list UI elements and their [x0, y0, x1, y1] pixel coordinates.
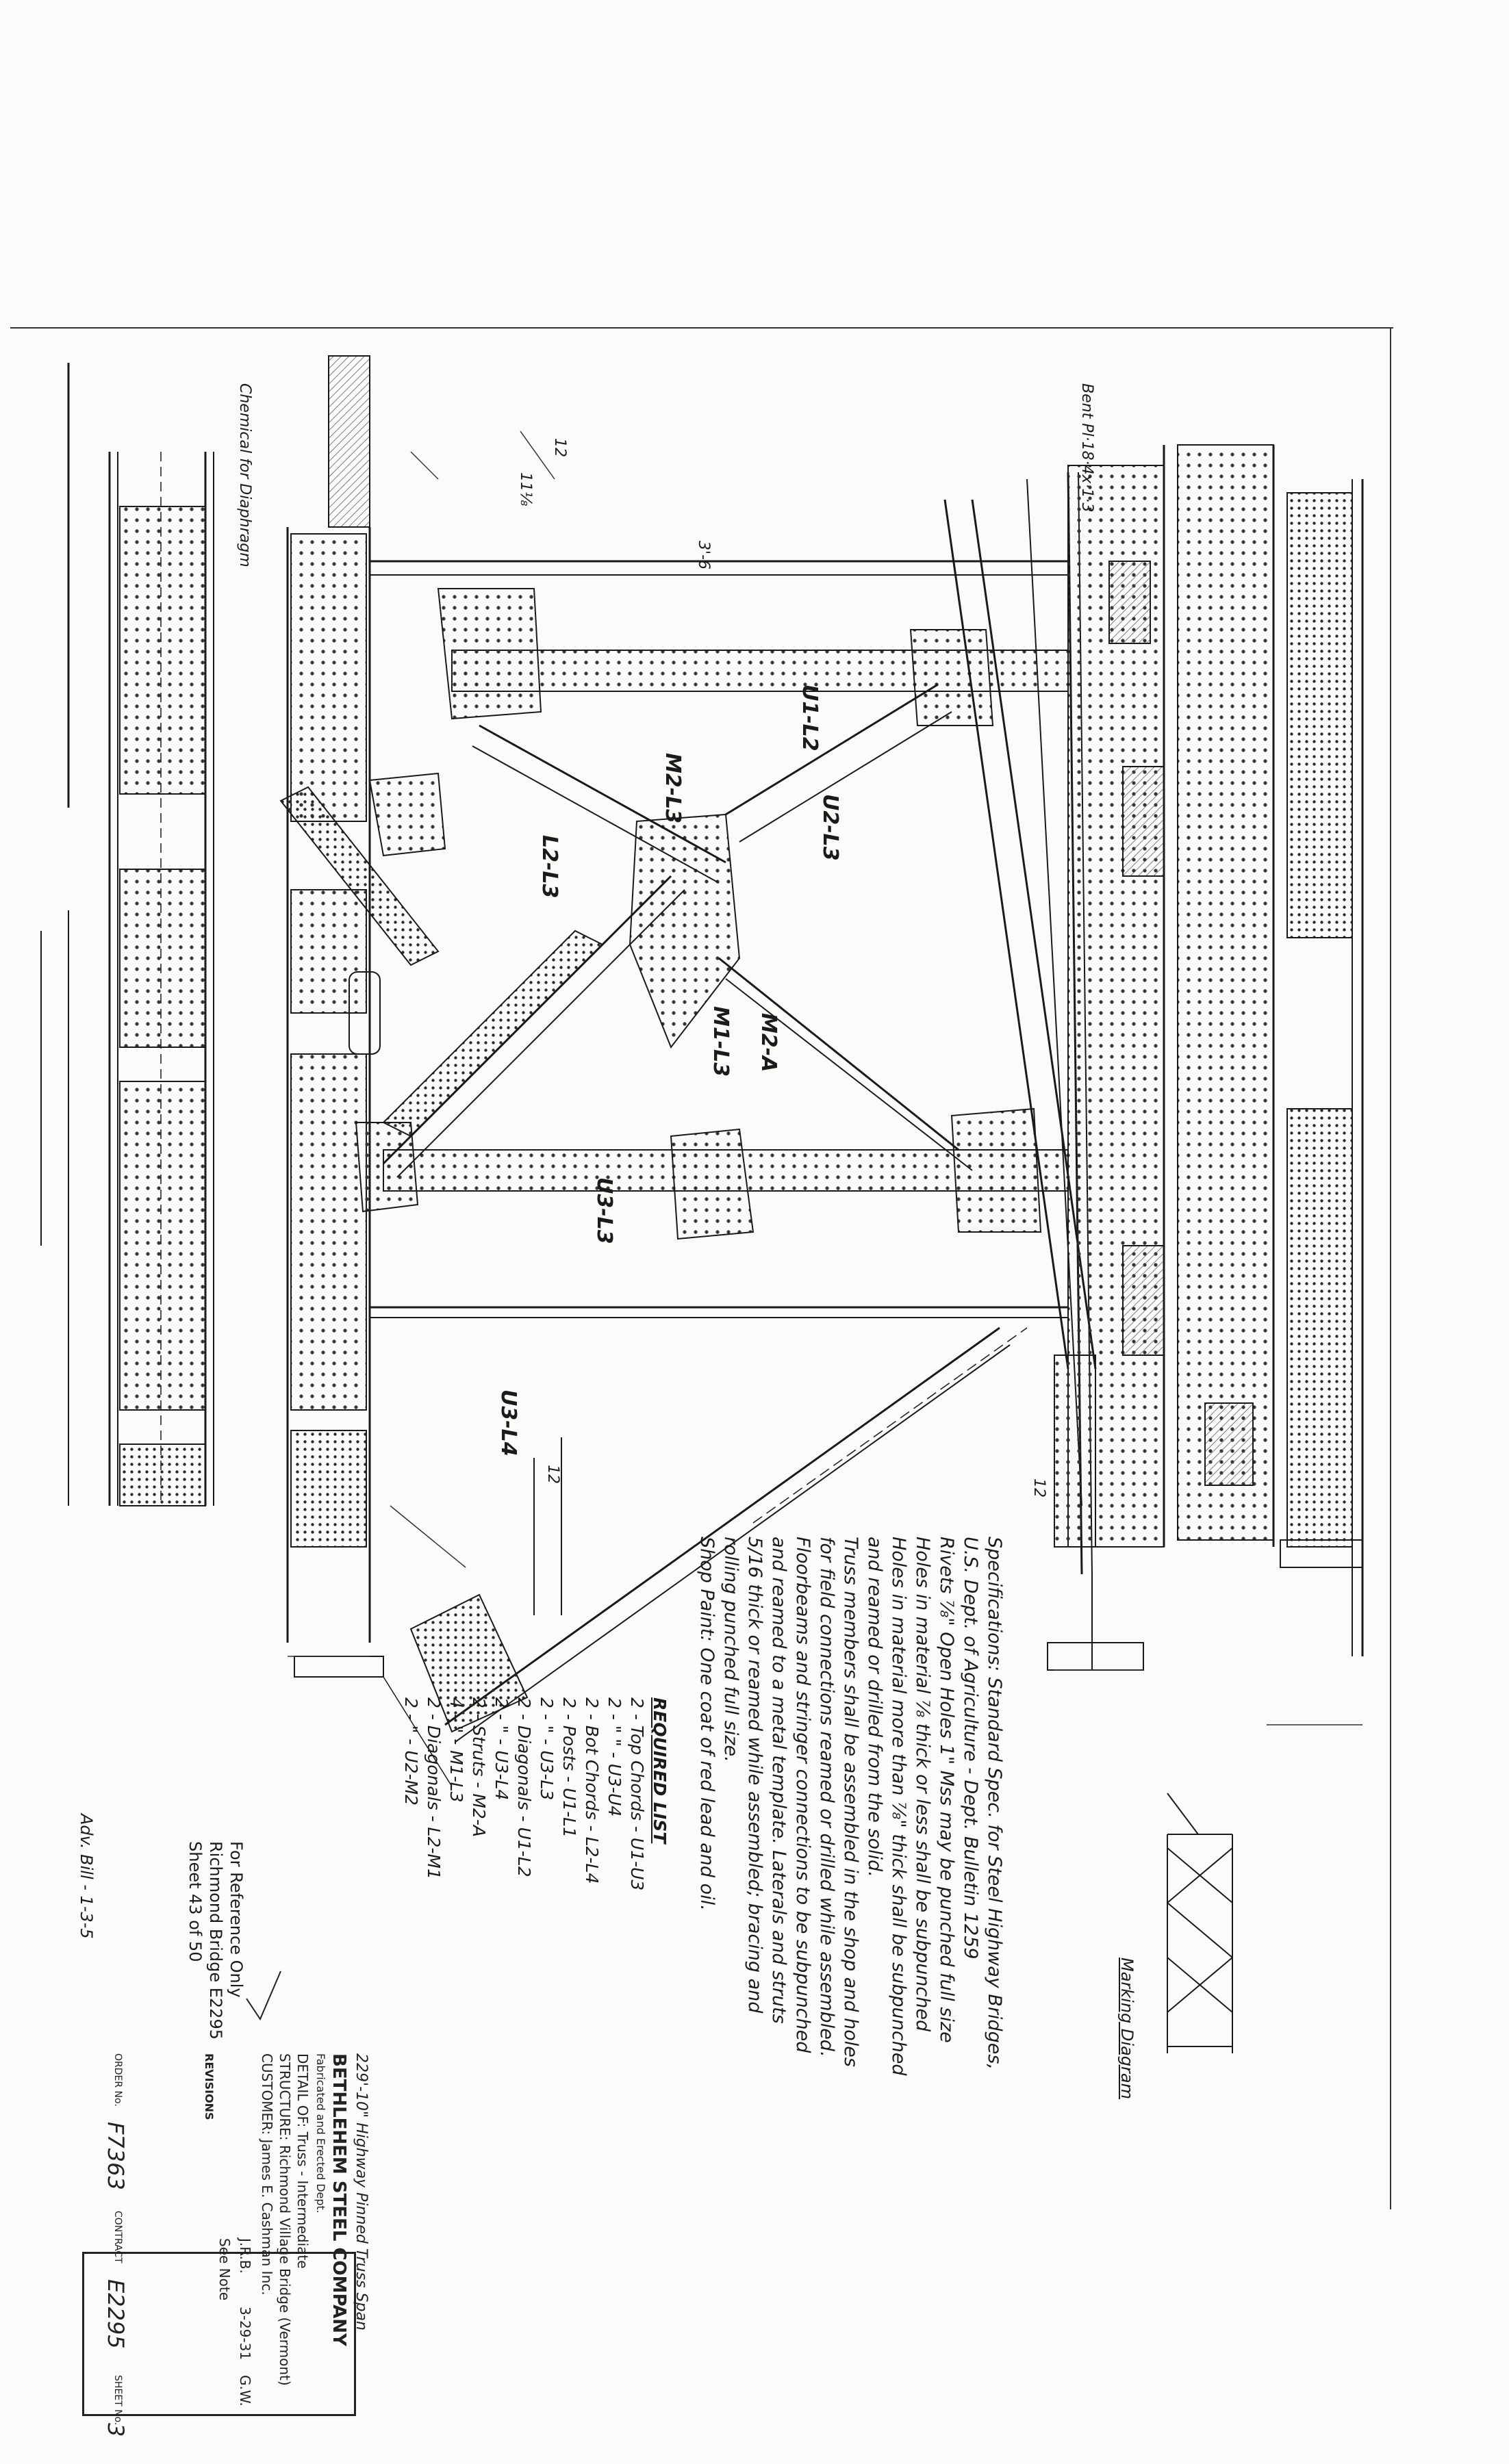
- dimension-label: 12: [551, 438, 568, 457]
- spec-line: Truss members shall be assembled in the …: [840, 1537, 861, 2067]
- specification-notes: Specifications: Standard Spec. for Steel…: [695, 1537, 1006, 2076]
- member-label-u2-l3: U2-L3: [818, 794, 842, 861]
- dimension-lines: [288, 431, 1362, 1725]
- reference-note: For Reference Only Richmond Bridge E2295…: [185, 1841, 246, 2040]
- required-list-row: 2 - " - U3-L4: [492, 1697, 511, 1801]
- required-list-row: 2 - Bot Chords - L2-L4: [582, 1697, 602, 1884]
- spec-line: Floorbeams and stringer connections to b…: [792, 1537, 813, 2053]
- dimension-label: 11⅛: [517, 472, 534, 506]
- required-list-row: 2 - Top Chords - U1-U3: [627, 1697, 647, 1891]
- spec-line: rolling punched full size.: [720, 1537, 741, 1762]
- spec-line: and reamed or drilled from the solid.: [864, 1537, 885, 1877]
- see-note: See Note: [216, 2238, 233, 2301]
- required-list-row: 2 - Posts - U1-L1: [559, 1697, 579, 1838]
- gusset-plates: [355, 588, 1042, 1240]
- reference-line: For Reference Only: [227, 1841, 246, 1998]
- callout-diaphragm: Chemical for Diaphragm: [236, 383, 253, 567]
- required-list-row: 2 - " - U2-M2: [401, 1697, 421, 1806]
- revision-note: Adv. Bill - 1-3-5: [77, 1814, 96, 1939]
- contract-number: E2295: [103, 2279, 129, 2349]
- member-label-u3-l4: U3-L4: [496, 1389, 520, 1456]
- spec-line: Shop Paint: One coat of red lead and oil…: [696, 1537, 718, 1911]
- dimension-label: 12: [1030, 1478, 1048, 1498]
- reference-line: Sheet 43 of 50: [186, 1841, 205, 1962]
- dimension-label: 3'-6: [695, 541, 712, 569]
- checked-by: G.W.: [237, 2375, 253, 2407]
- callout-bent-plate: Bent Pl·18·4x·1·3: [1078, 383, 1095, 513]
- required-list-row: 2 - " " - U3-U4: [605, 1697, 624, 1817]
- member-label-u3-l3: U3-L3: [592, 1177, 616, 1244]
- top-chord-right: [943, 444, 1364, 1671]
- vertical-chord-second: [286, 355, 384, 1678]
- right-border-line: [1390, 327, 1391, 2209]
- sheet-label: SHEET No.: [112, 2375, 123, 2426]
- dimension-label: 12: [544, 1465, 561, 1484]
- check-mark: [246, 1971, 281, 2021]
- order-label: ORDER No.: [112, 2053, 123, 2107]
- spec-line: Holes in material more than ⅞" thick sha…: [888, 1537, 909, 2076]
- title-block-frame: [82, 2252, 356, 2416]
- member-label-m2-a: M2-A: [757, 1013, 781, 1073]
- required-list-row: 2 - " - U3-L3: [537, 1697, 557, 1801]
- member-label-u1-l2: U1-L2: [798, 684, 822, 752]
- required-list-row: 2 - Diagonals - U1-L2: [514, 1697, 534, 1877]
- drawn-by: J.R.B.: [237, 2238, 253, 2274]
- spec-line: U.S. Dept. of Agriculture - Dept. Bullet…: [960, 1537, 981, 1960]
- required-list-heading: REQUIRED LIST: [650, 1697, 670, 1844]
- long-diagonal-u3-l4: [383, 1326, 1028, 1787]
- bottom-chord-left: [40, 363, 214, 1506]
- sheet-number: 3: [103, 2423, 129, 2437]
- reference-line: Richmond Bridge E2295: [206, 1841, 225, 2040]
- spec-line: Specifications: Standard Spec. for Steel…: [984, 1537, 1005, 2070]
- member-label-m2-l3: M2-L3: [661, 753, 685, 824]
- spec-line: 5/16 thick or reamed while assembled; br…: [744, 1537, 765, 2014]
- order-number: F7363: [103, 2122, 129, 2190]
- detail-of: DETAIL OF: Truss - Intermediate: [294, 2053, 311, 2269]
- spec-line: and reamed to a metal template. Laterals…: [768, 1537, 789, 2024]
- member-label-l2-l3: L2-L3: [537, 835, 561, 899]
- contract-label: CONTRACT: [112, 2211, 123, 2263]
- company-subline: Fabricated and Erected Dept.: [314, 2053, 327, 2213]
- drawn-date: 3-29-31: [237, 2307, 253, 2361]
- title-line1: 229'-10" Highway Pinned Truss Span: [353, 2053, 370, 2331]
- company-name: BETHLEHEM STEEL COMPANY: [329, 2053, 349, 2346]
- diagonal-members: [279, 683, 973, 1178]
- spec-line: for field connections reamed or drilled …: [816, 1537, 837, 2057]
- marking-diagram-sketch: [1167, 1793, 1233, 2053]
- required-list-row: 4 - " - M1-L3: [446, 1697, 466, 1803]
- required-list: REQUIRED LIST 2 - Top Chords - U1-U3 2 -…: [400, 1697, 671, 1890]
- customer: CUSTOMER: James E. Cashman Inc.: [259, 2053, 275, 2296]
- title-block: 229'-10" Highway Pinned Truss Span BETHL…: [82, 2053, 383, 2437]
- revisions-label: REVISIONS: [203, 2053, 216, 2120]
- required-list-row: 2 - Struts - M2-A: [469, 1697, 489, 1837]
- marking-diagram-label: Marking Diagram: [1117, 1958, 1137, 2099]
- spec-line: Rivets ⅞" Open Holes 1" Mss may be punch…: [936, 1537, 957, 2043]
- spec-line: Holes in material ⅞ thick or less shall …: [912, 1537, 933, 2032]
- required-list-row: 2 - Diagonals - L2-M1: [424, 1697, 444, 1879]
- top-border-line: [10, 327, 1393, 329]
- member-label-m1-l3: M1-L3: [709, 1006, 733, 1077]
- structure: STRUCTURE: Richmond Village Bridge (Verm…: [277, 2053, 293, 2386]
